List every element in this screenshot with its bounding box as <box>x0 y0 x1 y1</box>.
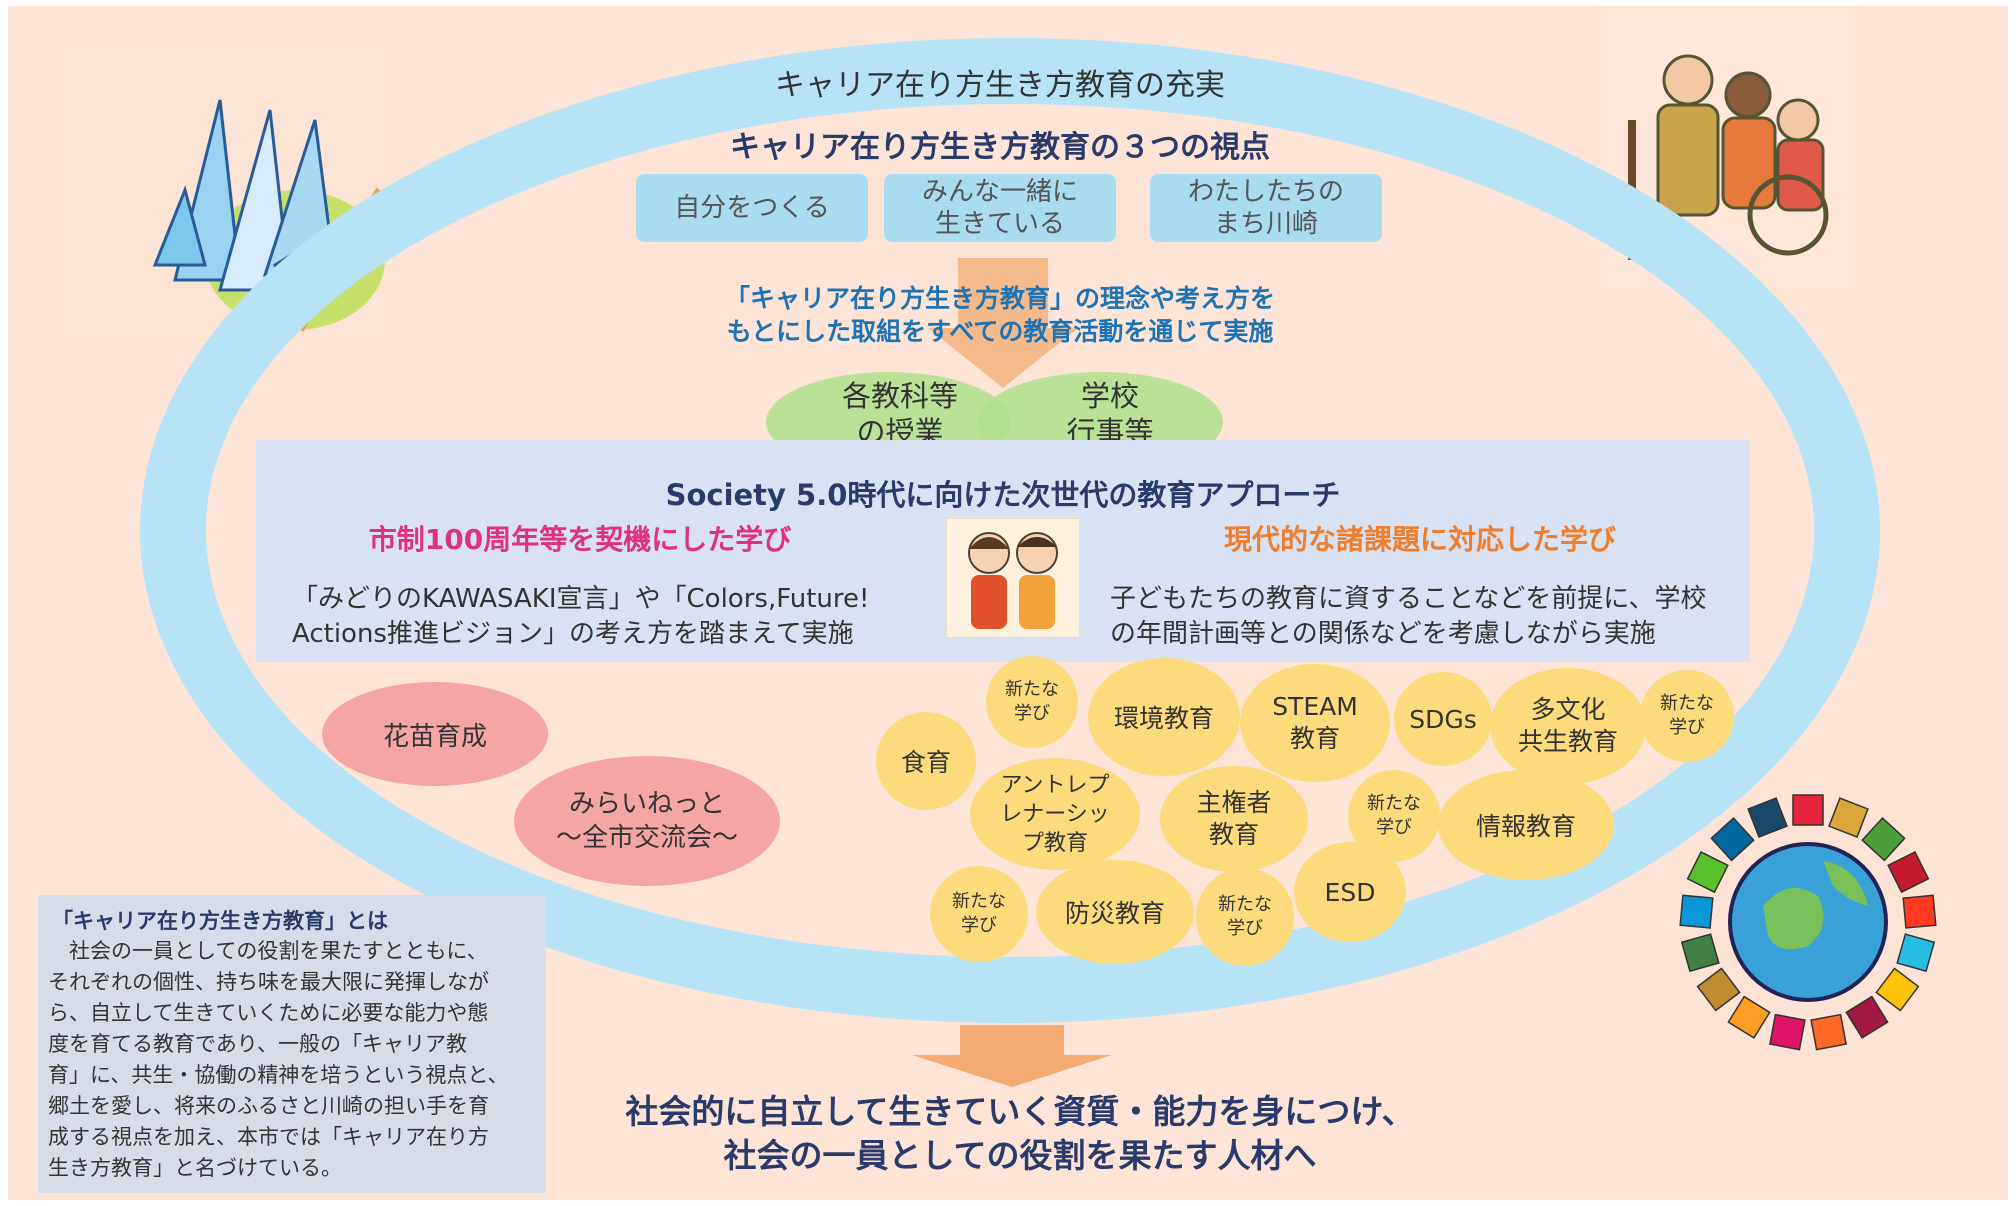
children-illustration <box>946 518 1080 638</box>
sdg-tile <box>1686 850 1729 894</box>
sdg-tile <box>1792 794 1824 826</box>
bubble-food-education: 食育 <box>876 712 976 810</box>
explanation-body: 社会の一員としての役割を果たすとともに、 それぞれの個性、持ち味を最大限に発揮し… <box>48 939 509 1180</box>
right-heading: 現代的な諸課題に対応した学び <box>1223 523 1616 556</box>
explanation-box <box>38 895 546 1193</box>
bubble-sdgs: SDGs <box>1394 672 1492 766</box>
sdg-tile <box>1696 967 1741 1012</box>
bubble-new-learning-3: 新たな 学び <box>1348 770 1440 862</box>
sdg-tile <box>1896 933 1936 973</box>
main-title: キャリア在り方生き方教育の充実 <box>775 68 1225 103</box>
subjects-label: 各教科等 の授業 <box>841 379 958 449</box>
bubble-environment: 環境教育 <box>1088 658 1240 776</box>
society-title: Society 5.0時代に向けた次世代の教育アプローチ <box>665 478 1341 512</box>
right-description: 子どもたちの教育に資することなどを前提に、学校 の年間計画等との関係などを考慮し… <box>1110 584 1707 649</box>
sdg-tile <box>1861 816 1906 862</box>
sdg-tile <box>1680 933 1720 973</box>
bubble-multicultural: 多文化 共生教育 <box>1490 668 1646 784</box>
sdg-tile <box>1769 1013 1806 1051</box>
bottom-arrow-shaft <box>960 1025 1064 1055</box>
sdg-tile <box>1845 995 1889 1039</box>
pink-bubble-flower: 花苗育成 <box>322 682 548 786</box>
viewpoint-box-1: 自分をつくる <box>636 174 868 242</box>
viewpoint-box-2: みんな一緒に 生きている <box>884 174 1116 242</box>
bubble-esd: ESD <box>1294 842 1406 942</box>
sdg-tile <box>1887 850 1930 894</box>
sdg-tile <box>1747 797 1788 838</box>
bubble-new-learning-2: 新たな 学び <box>1640 670 1734 762</box>
sdg-tile <box>1710 816 1755 862</box>
left-description: 「みどりのKAWASAKI宣言」や「Colors,Future! Actions… <box>292 584 870 649</box>
sdg-tile <box>1810 1013 1847 1051</box>
explanation-title: 「キャリア在り方生き方教育」とは <box>52 909 388 933</box>
bubble-steam: STEAM 教育 <box>1240 664 1390 782</box>
bubble-disaster: 防災教育 <box>1036 860 1194 964</box>
viewpoints-title: キャリア在り方生き方教育の３つの視点 <box>730 130 1270 165</box>
concept-text: 「キャリア在り方生き方教育」の理念や考え方を もとにした取組をすべての教育活動を… <box>724 284 1275 346</box>
bubble-new-learning-1: 新たな 学び <box>986 656 1078 748</box>
sdgs-globe-illustration <box>1658 756 1958 1074</box>
bubble-new-learning-4: 新たな 学び <box>930 866 1028 962</box>
pink-bubble-mirainet: みらいねっと ～全市交流会～ <box>514 756 780 886</box>
sdg-tile <box>1828 797 1869 838</box>
bubble-entrepreneurship: アントレプ レナーシッ プ教育 <box>970 758 1140 870</box>
bubble-information: 情報教育 <box>1438 770 1614 880</box>
sdg-tile <box>1727 995 1771 1039</box>
sdg-tile <box>1875 967 1920 1012</box>
bottom-arrow-head <box>912 1055 1112 1087</box>
sdg-tile <box>1902 894 1937 929</box>
viewpoint-box-3: わたしたちの まち川崎 <box>1150 174 1382 242</box>
final-goal-text: 社会的に自立して生きていく資質・能力を身につけ、 社会の一員としての役割を果たす… <box>625 1092 1415 1175</box>
left-heading: 市制100周年等を契機にした学び <box>368 523 792 556</box>
bubble-new-learning-5: 新たな 学び <box>1196 868 1294 966</box>
down-arrow-shaft <box>958 258 1048 328</box>
bubble-citizenship: 主権者 教育 <box>1160 766 1308 872</box>
sdg-tile <box>1679 894 1714 929</box>
